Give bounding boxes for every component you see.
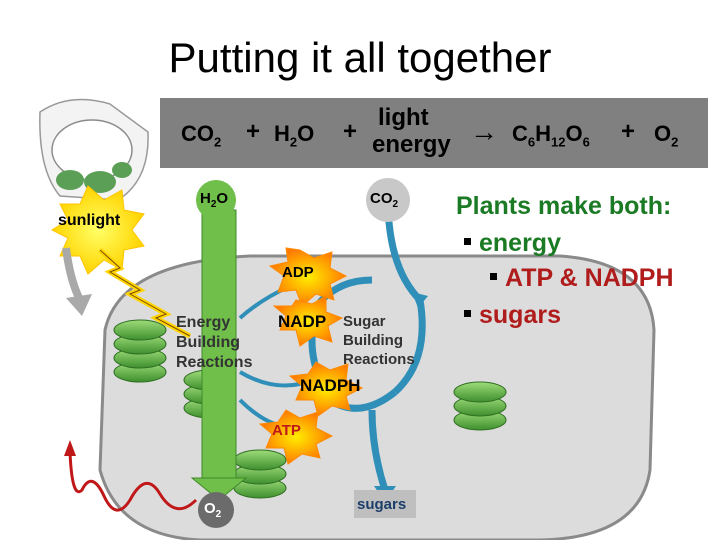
equation-plus-2: + bbox=[343, 118, 358, 145]
summary-heading: Plants make both: bbox=[456, 192, 672, 220]
sun bbox=[50, 185, 145, 275]
adp-label: ADP bbox=[282, 264, 314, 281]
sugar-reactions-line-1: Sugar bbox=[343, 313, 386, 330]
bullet-icon bbox=[490, 272, 497, 280]
bullet-icon bbox=[464, 309, 471, 317]
o2-output-circle bbox=[198, 492, 234, 528]
grana-stack-bottom bbox=[233, 449, 287, 499]
equation-o2: O2 bbox=[654, 121, 679, 150]
nadph-arrow bbox=[238, 370, 301, 388]
co2-input-label: CO2 bbox=[370, 190, 399, 210]
summary-item-atp-nadph: ATP & NADPH bbox=[490, 264, 674, 293]
nadph-label: NADPH bbox=[300, 376, 361, 395]
bullet-icon bbox=[464, 237, 471, 245]
nadph-burst bbox=[288, 361, 364, 417]
atp-burst bbox=[258, 409, 334, 465]
sugar-reactions-line-2: Building bbox=[343, 332, 403, 349]
h2o-input-label: H2O bbox=[200, 190, 229, 210]
sunlight-label: sunlight bbox=[58, 212, 121, 229]
o2-output-label: O2 bbox=[204, 500, 222, 520]
heat-squiggle bbox=[68, 451, 198, 512]
slide-title: Putting it all together bbox=[168, 34, 552, 81]
equation-banner bbox=[160, 98, 708, 168]
equation-co2: CO2 bbox=[181, 121, 222, 150]
energy-reaction-arrow bbox=[190, 209, 248, 501]
summary-item-sugars: sugars bbox=[464, 301, 561, 330]
nadp-burst bbox=[272, 295, 344, 347]
adp-burst bbox=[268, 247, 348, 307]
sugars-output-label: sugars bbox=[357, 496, 407, 513]
equation-light: light bbox=[378, 104, 429, 131]
leaf-cell-thumbnail bbox=[39, 98, 149, 201]
equation-glucose: C6H12O6 bbox=[512, 121, 590, 150]
equation-plus-3: + bbox=[621, 118, 636, 145]
h2o-input-circle bbox=[196, 180, 236, 220]
grana-stack-right bbox=[453, 381, 507, 431]
summary-item-energy: energy bbox=[464, 229, 561, 258]
equation-arrow: → bbox=[470, 116, 498, 147]
energy-reactions-line-1: Energy bbox=[176, 314, 231, 331]
nadp-label: NADP bbox=[278, 312, 327, 331]
grana-stack-left bbox=[113, 319, 167, 383]
co2-input-circle bbox=[366, 178, 410, 222]
sugar-building-reactions-label: Sugar Building Reactions bbox=[343, 312, 415, 369]
calvin-arrowhead-1 bbox=[412, 292, 428, 308]
atp-label: ATP bbox=[272, 422, 301, 439]
energy-reactions-line-2: Building bbox=[176, 334, 240, 351]
sugar-reactions-line-3: Reactions bbox=[343, 351, 415, 368]
energy-reactions-line-3: Reactions bbox=[176, 354, 253, 371]
equation-plus-1: + bbox=[246, 118, 261, 145]
equation-h2o: H2O bbox=[274, 121, 315, 150]
sugars-output-box bbox=[354, 490, 416, 518]
equation-energy: energy bbox=[372, 131, 451, 158]
energy-building-reactions-label: Energy Building Reactions bbox=[176, 313, 252, 373]
